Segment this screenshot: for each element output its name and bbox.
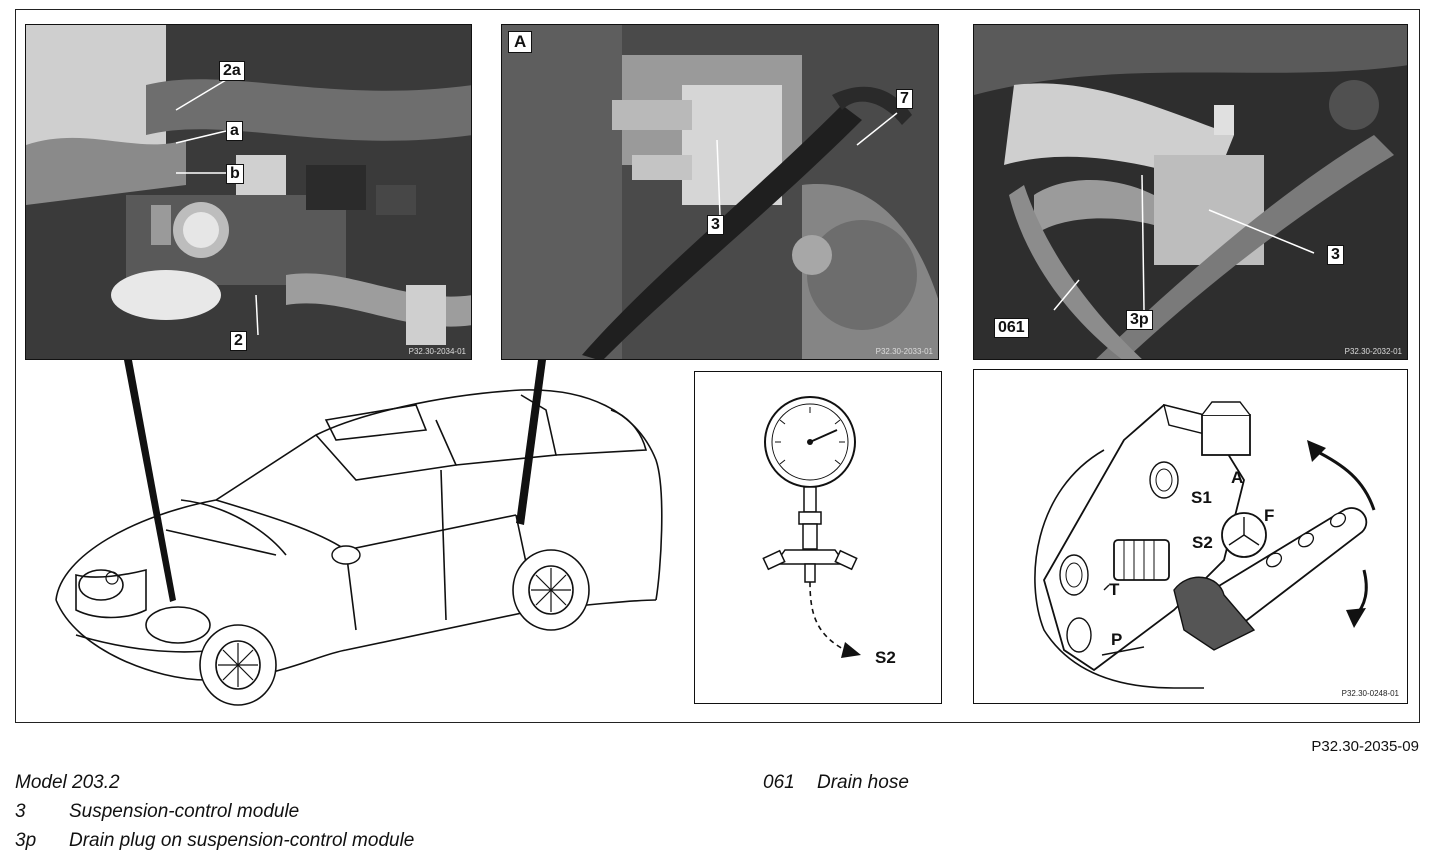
port-label-s2: S2 xyxy=(1192,533,1213,552)
figure-reference: P32.30-2035-09 xyxy=(1311,738,1419,755)
legend-item: 3p Drain plug on suspension-control modul… xyxy=(15,826,414,855)
photo-suspension-module-drain: 3 061 3p P32.30-2032-01 xyxy=(973,24,1408,360)
callout-3p: 3p xyxy=(1126,310,1153,330)
legend-key: 3 xyxy=(15,801,26,822)
port-label-s2: S2 xyxy=(875,648,896,667)
photo-reference: P32.30-2032-01 xyxy=(1344,347,1402,356)
port-label-t: T xyxy=(1109,580,1120,599)
legend-text: Suspension-control module xyxy=(69,801,300,822)
legend-item: 3 Suspension-control module xyxy=(15,797,414,826)
callout-7: 7 xyxy=(896,89,913,109)
callout-a: a xyxy=(226,121,243,141)
callout-3: 3 xyxy=(707,215,724,235)
figure-frame: 2a a b 2 P32.30-2034-01 A 7 3 P32.30-203… xyxy=(15,9,1420,723)
legend-right: 061 Drain hose xyxy=(763,768,909,797)
valve-adjustment-diagram: S1 A F S2 T P P32.30-0248-01 xyxy=(973,369,1408,704)
legend-text: Drain hose xyxy=(817,772,909,793)
photo-engine-bay: 2a a b 2 P32.30-2034-01 xyxy=(25,24,472,360)
diagram-reference: P32.30-0248-01 xyxy=(1341,689,1399,698)
legend-key: 3p xyxy=(15,830,37,851)
callout-061: 061 xyxy=(994,318,1029,338)
photo-suspension-module-a: A 7 3 P32.30-2033-01 xyxy=(501,24,939,360)
legend-left: Model 203.2 3 Suspension-control module 3… xyxy=(15,768,414,855)
port-label-f: F xyxy=(1264,506,1275,525)
callout-2: 2 xyxy=(230,331,247,351)
pressure-gauge-diagram: S2 xyxy=(694,371,942,704)
photo-reference: P32.30-2033-01 xyxy=(875,347,933,356)
callout-3: 3 xyxy=(1327,245,1344,265)
port-label-a: A xyxy=(1231,468,1244,487)
port-label-p: P xyxy=(1111,630,1123,649)
callout-2a: 2a xyxy=(219,61,245,81)
legend-model: Model 203.2 xyxy=(15,772,120,793)
photo-reference: P32.30-2034-01 xyxy=(408,347,466,356)
panel-label-a: A xyxy=(508,31,533,53)
port-label-s1: S1 xyxy=(1191,488,1212,507)
callout-b: b xyxy=(226,164,244,184)
car-illustration xyxy=(55,360,663,706)
legend-text: Drain plug on suspension-control module xyxy=(69,830,415,851)
legend-key: 061 xyxy=(763,772,795,793)
